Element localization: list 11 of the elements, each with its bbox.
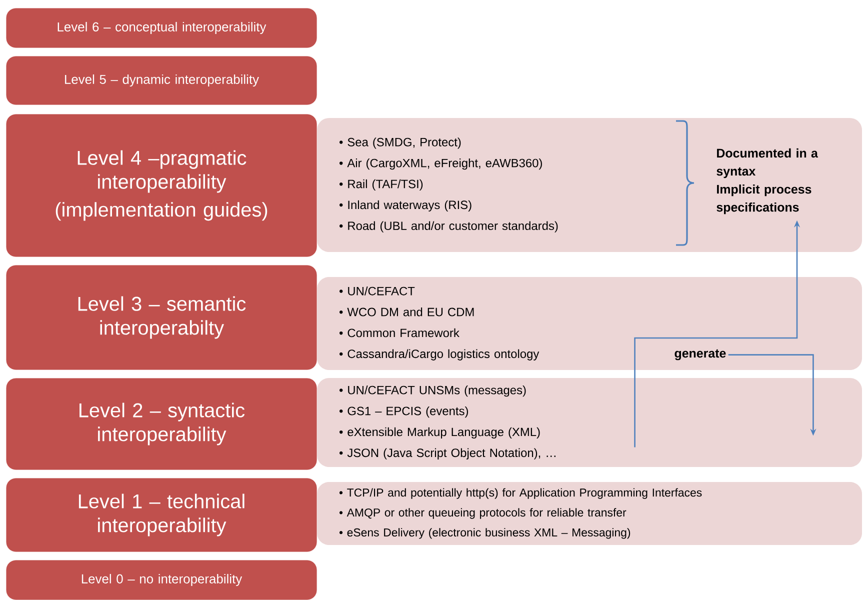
level-box: Level 5 – dynamic interoperability: [6, 56, 318, 106]
level-box: Level 4 –pragmatic interoperability (implementation guides): [6, 114, 318, 258]
edge-text: generate: [674, 349, 726, 360]
note-text: Documented in a syntax Implicit process specifications: [716, 148, 818, 214]
level-box: Level 2 – syntactic interoperability: [6, 378, 318, 470]
list-panel: • TCP/IP and potentially http(s) for Application Programming Interfaces • AMQP or other queueing protocols for reliable transfer • eSens Delivery (electronic business XML – Messaging): [317, 482, 862, 545]
level-box: Level 0 – no interoperability: [6, 560, 318, 600]
level-box: Level 3 – semantic interoperabilty: [6, 264, 318, 370]
list-panel: • UN/CEFACT UNSMs (messages) • GS1 – EPCIS (events) • eXtensible Markup Language (XML) • JSON (Java Script Object Notation), …: [317, 378, 862, 467]
level-box: Level 6 – conceptual interoperability: [6, 8, 318, 48]
level-box: Level 1 – technical interoperability: [6, 478, 318, 552]
